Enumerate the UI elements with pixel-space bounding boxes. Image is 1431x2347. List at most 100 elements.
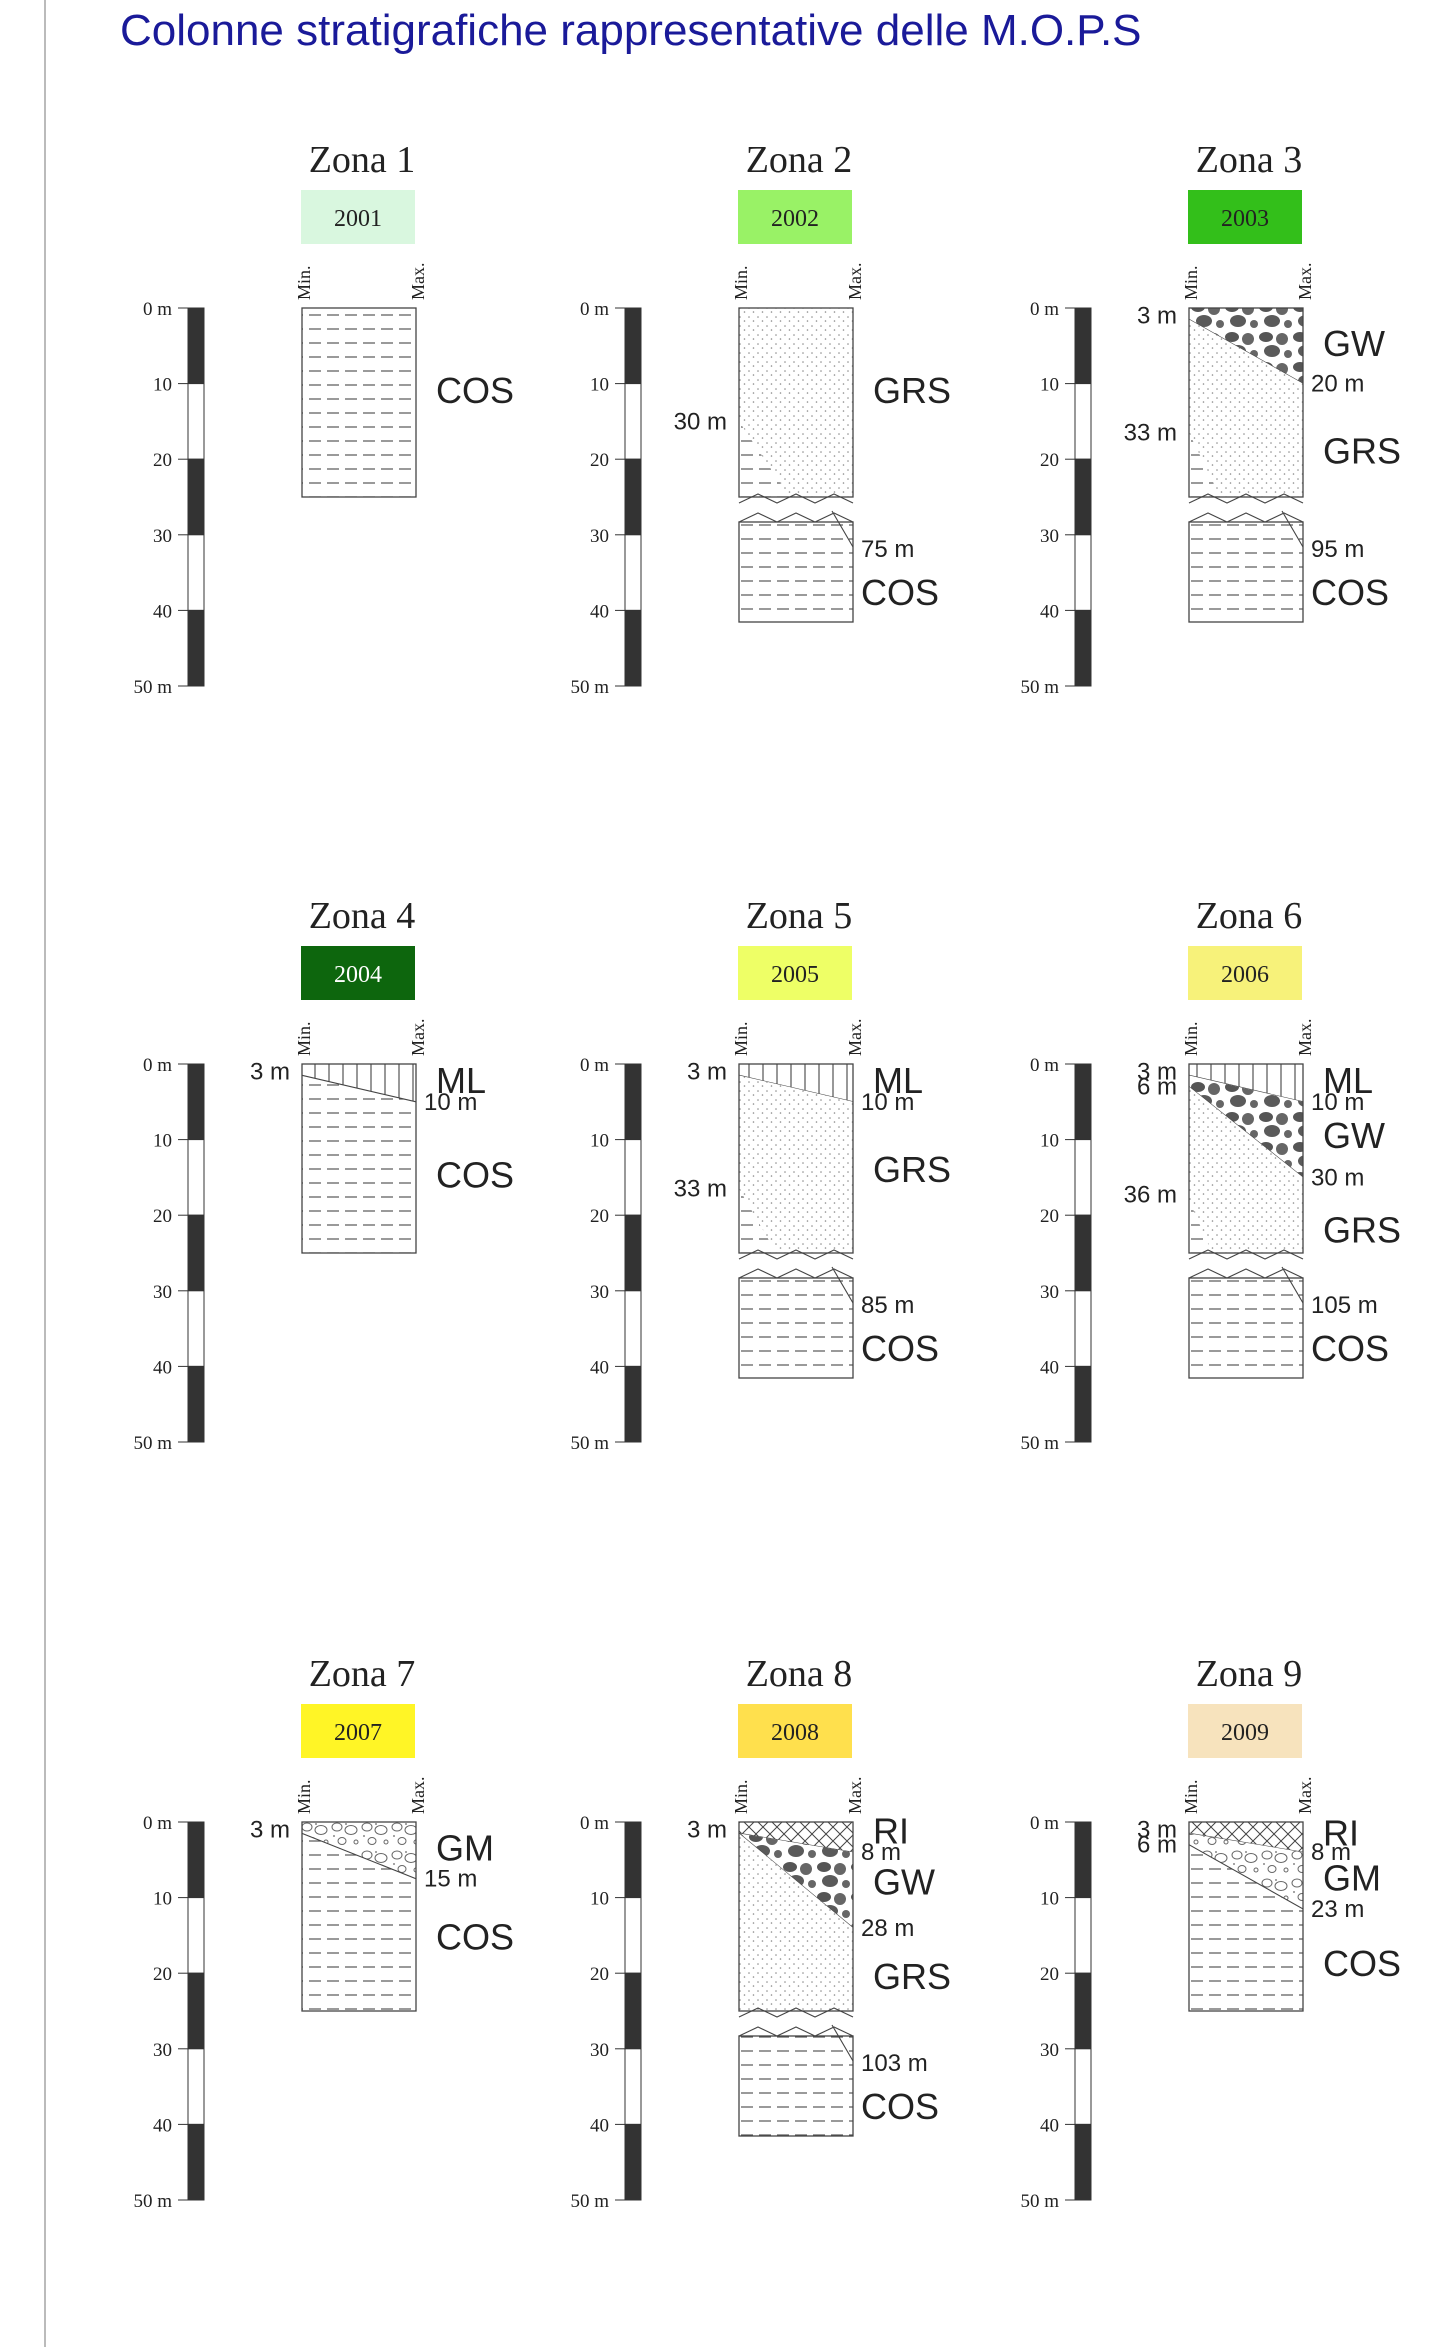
scale-segment xyxy=(624,1290,642,1367)
column-outline xyxy=(301,307,417,498)
min-label: Min. xyxy=(1181,1779,1201,1814)
stratigraphic-column xyxy=(301,1821,417,2012)
scale-label: 0 m xyxy=(1030,299,1059,320)
scale-segment xyxy=(187,2123,205,2201)
scale-segment xyxy=(624,1139,642,1216)
scale-segment xyxy=(624,1214,642,1292)
unit-label: GW xyxy=(1323,1115,1385,1156)
layer-grs xyxy=(739,308,853,497)
zone-code-box xyxy=(738,946,852,1000)
zone-title: Zona 8 xyxy=(746,1653,853,1695)
unit-label: COS xyxy=(861,2086,939,2127)
unit-label: COS xyxy=(1311,572,1389,613)
scale-segment xyxy=(624,1972,642,2050)
scale-label: 40 xyxy=(1040,601,1059,622)
zone-code-box xyxy=(1188,190,1302,244)
scale-segment xyxy=(1074,534,1092,611)
column-outline xyxy=(738,307,854,498)
zone-title: Zona 4 xyxy=(309,895,416,937)
scale-label: 0 m xyxy=(580,299,609,320)
lower-break-mask xyxy=(739,2021,853,2036)
zone-title: Zona 3 xyxy=(1196,139,1303,181)
unit-label: ML xyxy=(436,1060,486,1101)
layer-grs xyxy=(739,1833,853,2011)
scale-segment xyxy=(187,1365,205,1443)
unit-label: COS xyxy=(436,370,514,411)
max-label: Max. xyxy=(845,1777,865,1815)
layer-gw xyxy=(1189,308,1303,384)
unit-label: COS xyxy=(436,1155,514,1196)
scale-label: 10 xyxy=(1040,1131,1059,1152)
zone-title: Zona 9 xyxy=(1196,1653,1303,1695)
unit-label: GRS xyxy=(1323,431,1401,472)
depth-label: 10 m xyxy=(1311,1089,1364,1116)
scale-segment xyxy=(1074,1972,1092,2050)
scale-label: 50 m xyxy=(133,1433,172,1454)
scale-segment xyxy=(1074,1139,1092,1216)
unit-label: RI xyxy=(873,1810,909,1851)
scale-label: 50 m xyxy=(1020,1433,1059,1454)
scale-label: 10 xyxy=(590,1131,609,1152)
scale-label: 0 m xyxy=(580,1055,609,1076)
zone-code: 2005 xyxy=(771,962,819,988)
depth-label: 75 m xyxy=(861,536,914,563)
min-label: Min. xyxy=(294,265,314,300)
layer-interface xyxy=(1188,1844,1304,1910)
depth-label: 3 m xyxy=(250,1817,290,1844)
stratigraphic-column xyxy=(301,307,417,498)
scale-label: 0 m xyxy=(1030,1813,1059,1834)
column-outline xyxy=(738,1063,854,1254)
max-label: Max. xyxy=(408,1019,428,1057)
column-outline xyxy=(301,1821,417,2012)
scale-segment xyxy=(1074,1214,1092,1292)
layer-ri xyxy=(739,1822,853,1853)
scale-segment xyxy=(624,1365,642,1443)
scale-segment xyxy=(1074,1365,1092,1443)
unit-label: GRS xyxy=(873,1149,951,1190)
min-label: Min. xyxy=(731,265,751,300)
scale-label: 40 xyxy=(1040,2115,1059,2136)
depth-label: 28 m xyxy=(861,1915,914,1942)
unit-label: ML xyxy=(873,1060,923,1101)
stratigraphic-column xyxy=(1188,1063,1304,1379)
scale-label: 50 m xyxy=(570,677,609,698)
min-label: Min. xyxy=(731,1779,751,1814)
stratigraphic-column xyxy=(738,307,854,623)
scale-label: 30 xyxy=(153,1282,172,1303)
scale-label: 50 m xyxy=(1020,677,1059,698)
scale-label: 40 xyxy=(153,2115,172,2136)
depth-label: 3 m xyxy=(1137,1817,1177,1844)
unit-label: GM xyxy=(1323,1858,1381,1899)
scale-segment xyxy=(187,534,205,611)
scale-segment xyxy=(1074,1290,1092,1367)
zone-code: 2004 xyxy=(334,962,382,988)
column-outline xyxy=(738,1821,854,2012)
depth-label: 103 m xyxy=(861,2050,928,2077)
scale-segment xyxy=(624,609,642,687)
depth-label: 8 m xyxy=(1311,1839,1351,1866)
scale-segment xyxy=(187,1214,205,1292)
scale-segment xyxy=(1074,1821,1092,1899)
zone-code: 2006 xyxy=(1221,962,1269,988)
unit-label: COS xyxy=(861,1328,939,1369)
scale-segment xyxy=(187,609,205,687)
lower-break-mask xyxy=(1189,507,1303,522)
layer-interface xyxy=(301,1074,417,1103)
scale-segment xyxy=(624,1063,642,1141)
scale-label: 30 xyxy=(1040,2040,1059,2061)
depth-label: 10 m xyxy=(424,1089,477,1116)
scale-segment xyxy=(187,307,205,385)
scale-label: 10 xyxy=(590,375,609,396)
depth-label: 3 m xyxy=(687,1059,727,1086)
max-label: Max. xyxy=(845,1019,865,1057)
scale-segment xyxy=(624,383,642,460)
unit-label: COS xyxy=(1311,1328,1389,1369)
